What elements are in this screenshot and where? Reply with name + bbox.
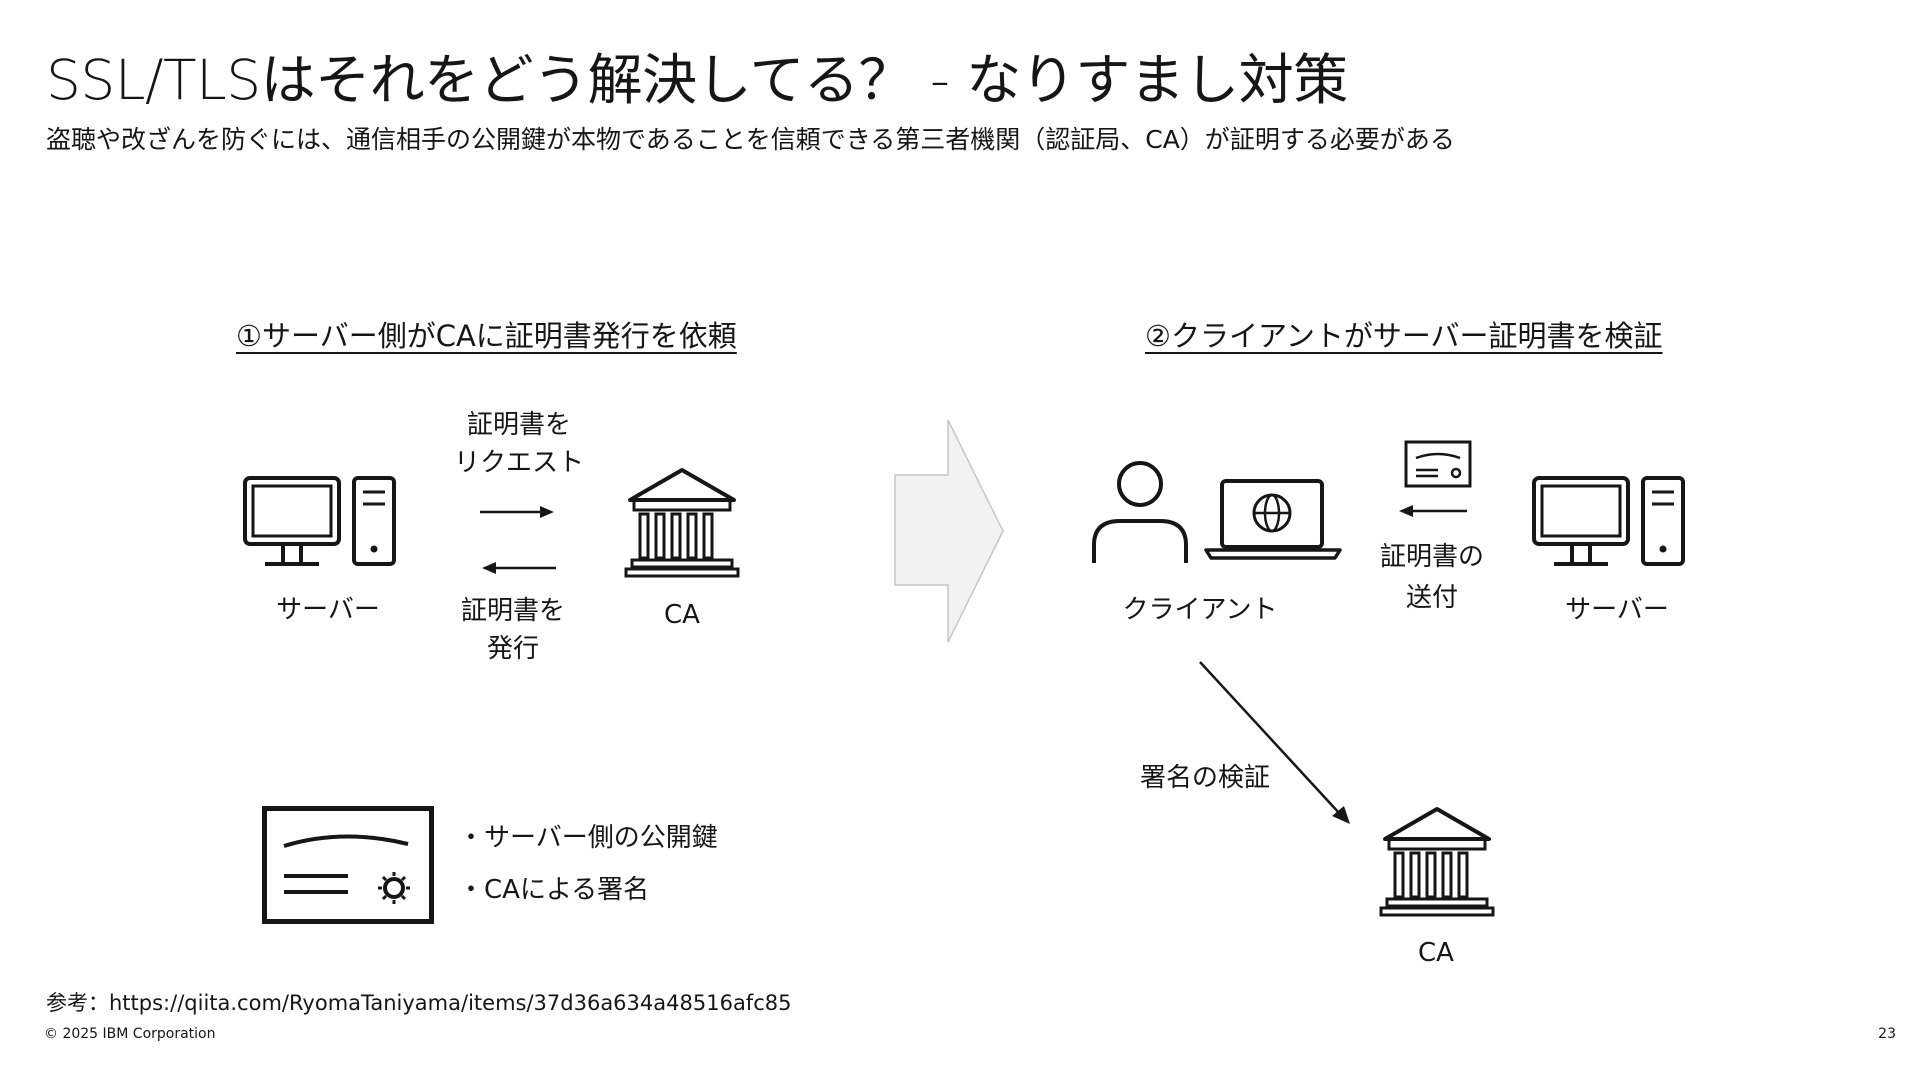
send-label-line2: 送付	[1405, 583, 1458, 613]
left-panel-heading: ①サーバー側がCAに証明書発行を依頼	[236, 319, 737, 353]
source-reference: 参考：https://qiita.com/RyomaTaniyama/items…	[46, 991, 792, 1015]
certificate-item-ca-signature: ・CAによる署名	[458, 875, 650, 905]
send-label-line1: 証明書の	[1379, 542, 1484, 572]
certificate-icon	[1404, 440, 1472, 488]
desktop-computer-icon	[1532, 476, 1685, 566]
left-ca-label: CA	[664, 600, 700, 630]
request-label-line1: 証明書を	[466, 410, 571, 440]
right-ca-label: CA	[1418, 938, 1454, 968]
bank-building-icon	[1379, 807, 1495, 917]
copyright: © 2025 IBM Corporation	[44, 1026, 216, 1042]
slide-subtitle: 盗聴や改ざんを防ぐには、通信相手の公開鍵が本物であることを信頼できる第三者機関（…	[46, 125, 1455, 154]
slide-title: SSL/TLSはそれをどう解決してる？ - なりすまし対策	[46, 48, 1348, 112]
bank-building-icon	[624, 468, 740, 578]
send-arrow	[1399, 505, 1467, 517]
issue-label-line2: 発行	[486, 634, 539, 664]
issue-arrow	[482, 562, 556, 574]
verify-arrow	[1199, 661, 1350, 824]
left-server-label: サーバー	[276, 595, 380, 625]
page-number: 23	[1878, 1026, 1896, 1042]
user-icon	[1092, 461, 1188, 563]
client-label: クライアント	[1122, 595, 1278, 625]
verify-label: 署名の検証	[1139, 763, 1270, 793]
right-server-label: サーバー	[1565, 595, 1669, 625]
certificate-icon	[262, 806, 434, 924]
right-panel-heading: ②クライアントがサーバー証明書を検証	[1145, 319, 1663, 353]
chevron-arrow-icon	[894, 419, 1004, 643]
desktop-computer-icon	[243, 476, 396, 566]
certificate-item-public-key: ・サーバー側の公開鍵	[458, 823, 718, 853]
laptop-globe-icon	[1204, 479, 1342, 560]
request-arrow	[480, 506, 554, 518]
issue-label-line1: 証明書を	[460, 596, 565, 626]
request-label-line2: リクエスト	[453, 448, 584, 478]
